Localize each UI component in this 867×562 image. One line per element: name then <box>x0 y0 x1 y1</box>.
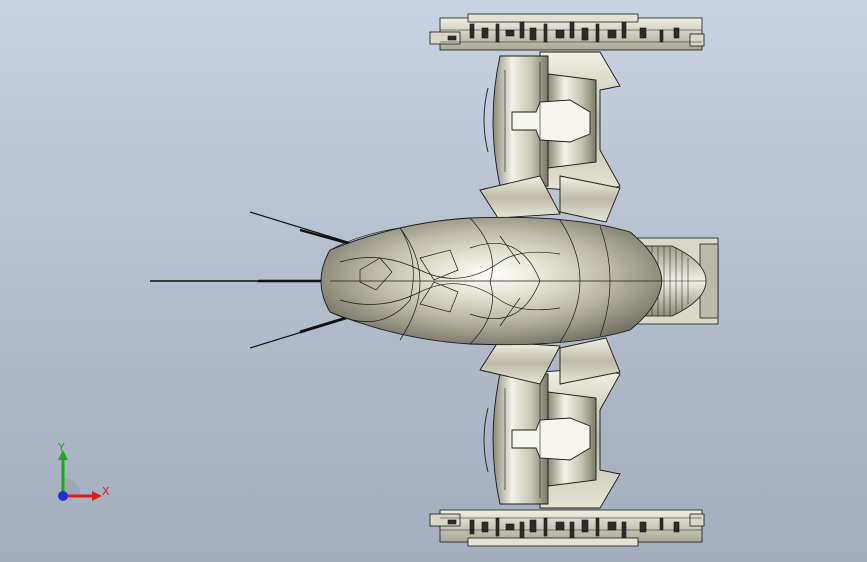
top-track-assembly <box>429 13 705 51</box>
triad-axes <box>58 450 102 501</box>
bottom-engine-pod <box>479 337 621 509</box>
x-axis-label: X <box>102 485 110 498</box>
main-hull <box>320 216 663 346</box>
coordinate-triad: Y X <box>48 440 118 510</box>
top-engine-pod <box>479 51 621 223</box>
y-axis-label: Y <box>58 441 65 454</box>
bottom-track-assembly <box>429 509 705 547</box>
